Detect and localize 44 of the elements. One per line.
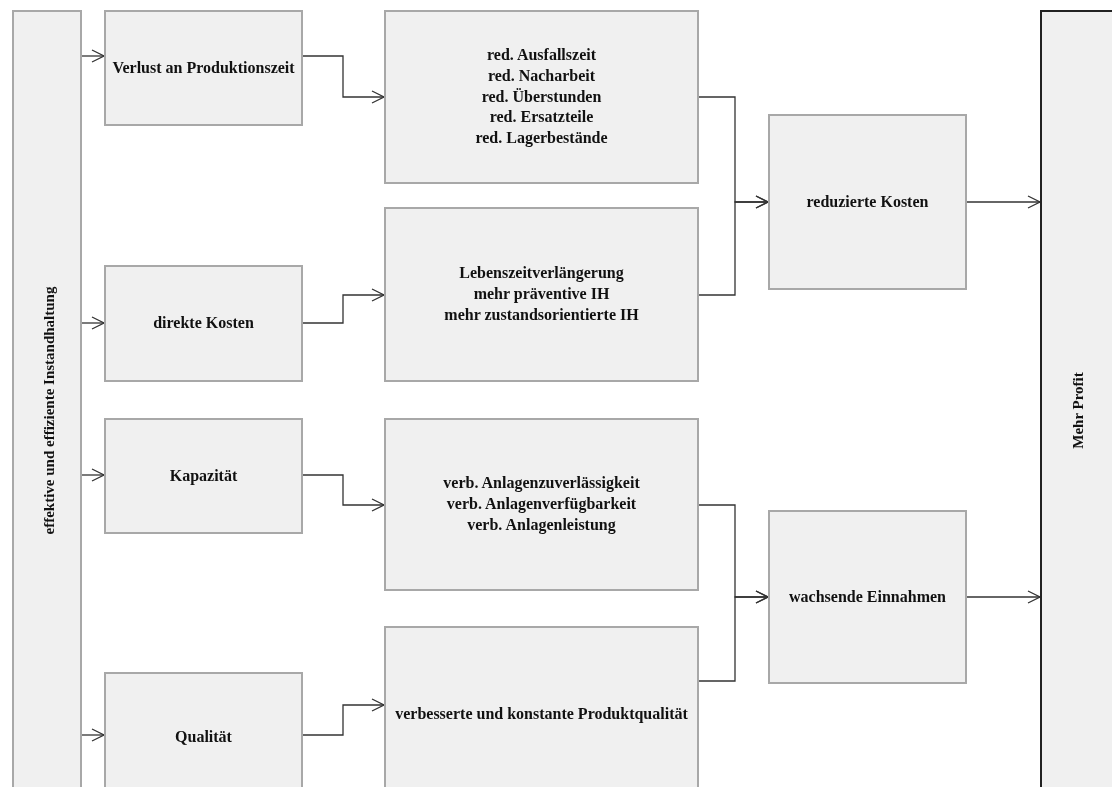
box-label: Verlust an Produktionszeit (111, 57, 296, 78)
box-label: reduzierte Kosten (805, 191, 930, 212)
process-box (104, 10, 303, 126)
arrow (302, 288, 385, 324)
arrow (966, 590, 1041, 604)
side-bar (12, 10, 82, 787)
process-box (104, 672, 303, 787)
process-box (384, 10, 699, 184)
box-label: Qualität (174, 726, 233, 747)
process-box (768, 510, 967, 684)
process-box (384, 418, 699, 591)
bar-label: Mehr Profit (1069, 372, 1087, 449)
arrow (698, 195, 769, 296)
arrow (81, 728, 105, 742)
process-box (768, 114, 967, 290)
bar-label: effektive und effiziente Instandhaltung (40, 286, 58, 535)
arrow (81, 49, 105, 63)
box-label: verb. Anlagenleistung (466, 514, 617, 536)
side-bar (1040, 10, 1112, 787)
process-box (384, 207, 699, 382)
box-label: red. Ersatzteile (488, 107, 595, 128)
box-label: mehr präventive IH (472, 284, 611, 305)
arrow (966, 195, 1041, 209)
box-label: verb. Anlagenverfügbarkeit (445, 494, 638, 515)
box-label: red. Überstunden (480, 86, 603, 107)
box-label: red. Lagerbestände (474, 128, 609, 149)
box-label: Kapazität (168, 465, 239, 487)
box-label: verbesserte und konstante Produktqualität (394, 703, 689, 725)
process-box (104, 418, 303, 534)
box-label: red. Nacharbeit (486, 65, 597, 86)
arrow (302, 55, 385, 104)
box-label: red. Ausfallszeit (486, 45, 597, 65)
arrow (302, 698, 385, 736)
arrow (81, 468, 105, 482)
box-label: verb. Anlagenzuverlässigkeit (442, 473, 641, 494)
process-box (104, 265, 303, 382)
box-label: direkte Kosten (152, 313, 255, 334)
box-label: mehr zustandsorientierte IH (443, 304, 640, 325)
process-box (384, 626, 699, 787)
arrow (302, 474, 385, 512)
arrow (698, 590, 769, 682)
box-label: Lebenszeitverlängerung (458, 263, 625, 284)
box-label: wachsende Einnahmen (788, 586, 947, 607)
arrow (81, 316, 105, 330)
